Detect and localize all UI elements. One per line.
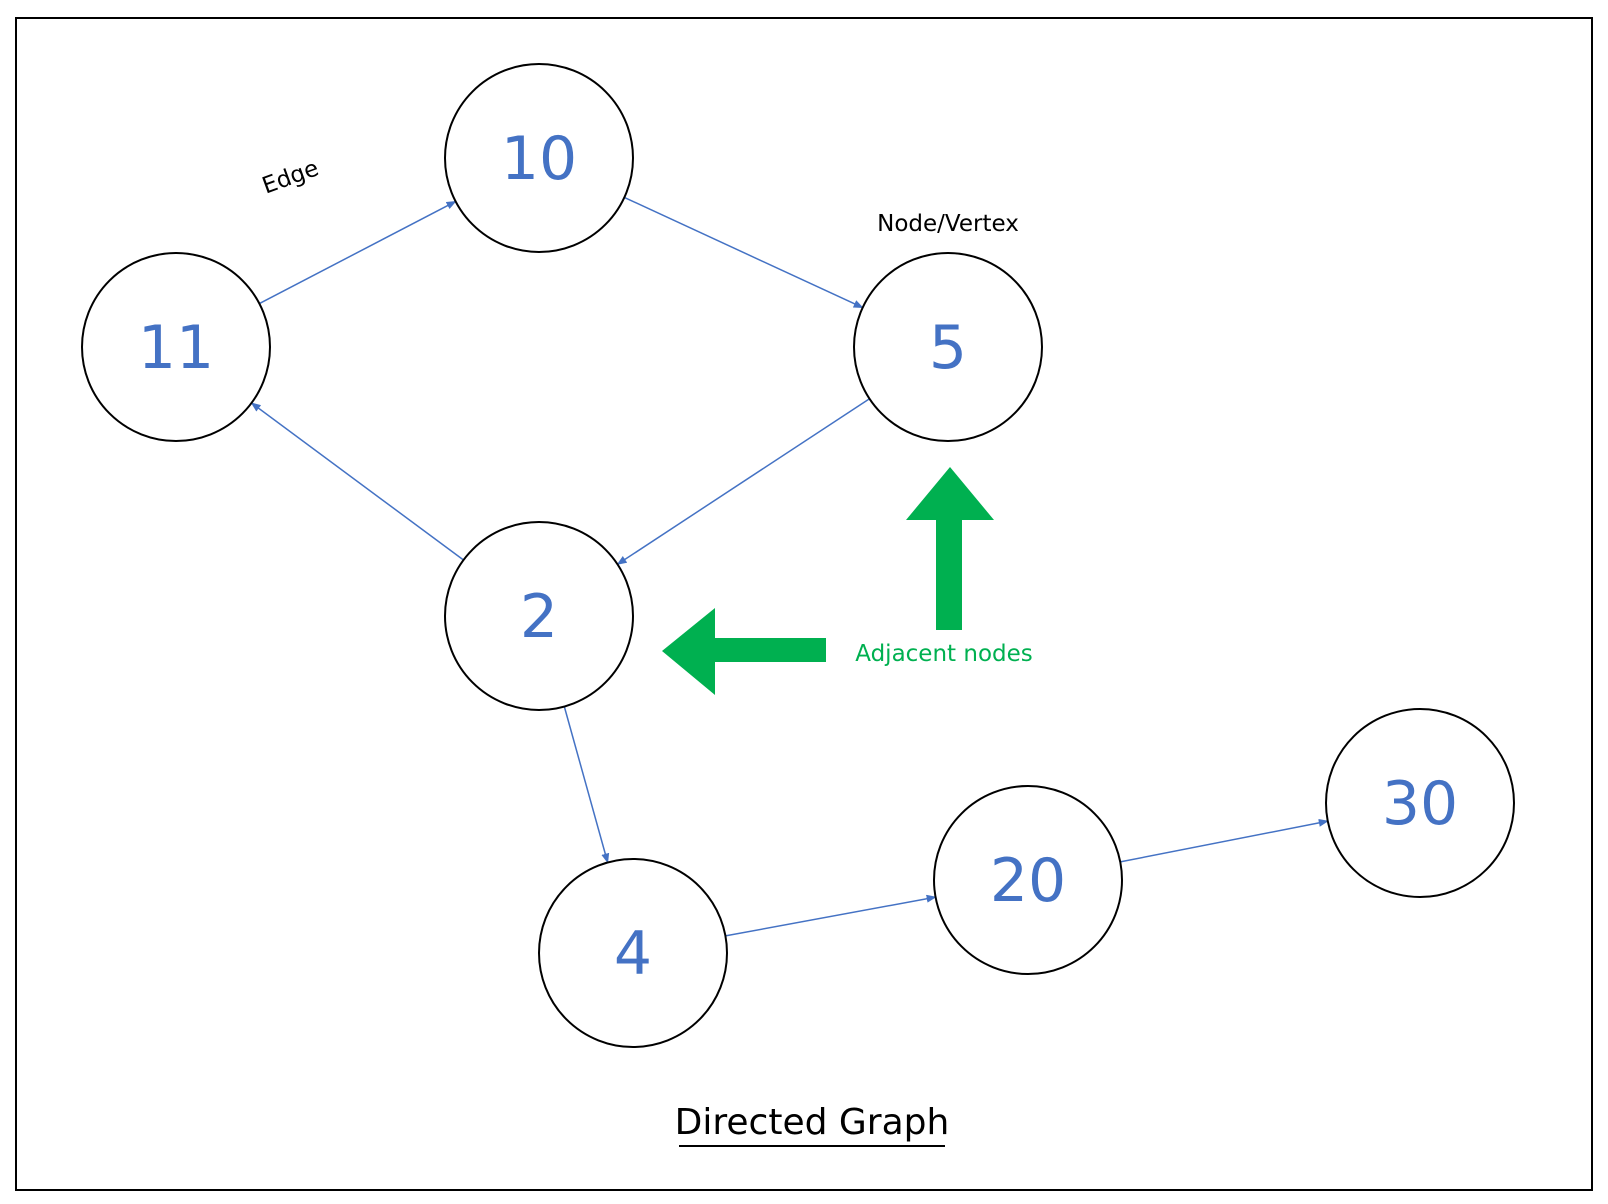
adjacent-nodes-arrows xyxy=(662,467,994,695)
node-5: 5 xyxy=(853,252,1043,442)
node-circle xyxy=(444,521,634,711)
node-circle xyxy=(538,858,728,1048)
node-label: 11 xyxy=(138,313,214,383)
edge-n20-n30 xyxy=(1120,818,1329,863)
edge-n4-n20 xyxy=(725,894,937,937)
edges-layer xyxy=(250,196,1329,937)
node-circle xyxy=(1325,708,1515,898)
node-label: 2 xyxy=(520,582,558,652)
node-label: 5 xyxy=(929,313,967,383)
node-label: 20 xyxy=(990,846,1066,916)
node-label: 10 xyxy=(501,124,577,194)
node-vertex-annotation: Node/Vertex xyxy=(877,211,1019,237)
edge-n10-n5 xyxy=(623,196,864,309)
edge-n2-n11 xyxy=(250,402,464,561)
node-20: 20 xyxy=(933,785,1123,975)
node-10: 10 xyxy=(444,63,634,253)
node-2: 2 xyxy=(444,521,634,711)
arrow-up-icon xyxy=(906,467,994,630)
edge-n11-n10 xyxy=(259,200,457,305)
node-11: 11 xyxy=(81,252,271,442)
node-30: 30 xyxy=(1325,708,1515,898)
adjacent-nodes-label: Adjacent nodes xyxy=(855,641,1033,667)
node-label: 4 xyxy=(614,919,652,989)
nodes-layer: 10 11 5 2 4 20 30 xyxy=(81,63,1515,1048)
node-4: 4 xyxy=(538,858,728,1048)
node-circle xyxy=(444,63,634,253)
arrow-left-icon xyxy=(662,608,826,695)
node-circle xyxy=(853,252,1043,442)
edge-n5-n2 xyxy=(616,398,870,565)
node-circle xyxy=(933,785,1123,975)
node-label: 30 xyxy=(1382,769,1458,839)
node-circle xyxy=(81,252,271,442)
diagram-title: Directed Graph xyxy=(675,1102,950,1143)
edge-n2-n4 xyxy=(563,706,610,864)
diagram-frame xyxy=(15,17,1593,1191)
